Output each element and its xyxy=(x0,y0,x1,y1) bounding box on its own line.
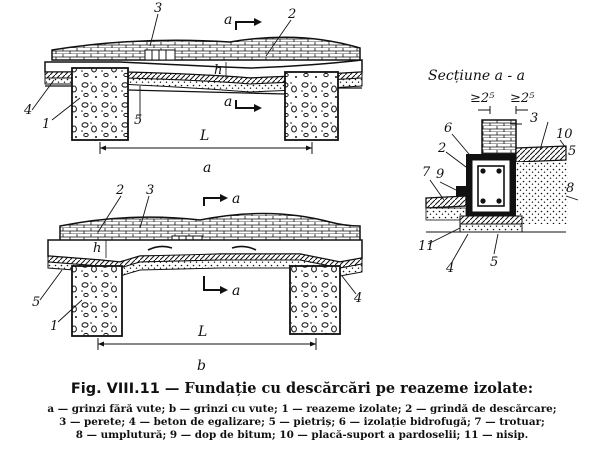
callout-2-section: 2 xyxy=(437,141,446,156)
backfill xyxy=(516,162,568,224)
callout-4-b: 4 xyxy=(353,291,362,306)
beam-height-label-a: h xyxy=(214,63,222,78)
callout-7-section: 7 xyxy=(422,165,431,180)
callout-2-a: 2 xyxy=(287,7,296,22)
drawing-a-straight-beams: a a h L a 3 2 4 1 5 xyxy=(23,1,363,176)
caption-dash: — xyxy=(164,380,180,397)
callout-5-section-right: 5 xyxy=(568,144,576,159)
isolated-support-left-a xyxy=(71,67,129,141)
drawing-b-haunched-beams: a a h L b 2 3 5 1 4 xyxy=(32,183,363,374)
span-label-b: L xyxy=(197,324,207,340)
dimension-left: ≥2⁵ xyxy=(470,91,495,106)
callout-1-b: 1 xyxy=(50,319,58,334)
section-a-a: Secțiune a - a ≥2⁵ ≥2⁵ 6 2 3 10 xyxy=(418,68,579,276)
callout-6-section: 6 xyxy=(444,121,452,136)
isolated-support-left-b xyxy=(71,265,123,337)
caption-title-text: Fundație cu descărcări pe reazeme izolat… xyxy=(184,380,534,397)
beam-height-label-b: h xyxy=(93,241,101,256)
callout-5-a: 5 xyxy=(134,113,142,128)
callout-1-a: 1 xyxy=(42,117,50,132)
isolated-support-right-a xyxy=(284,71,339,141)
section-mark-b-top: a xyxy=(232,191,240,207)
isolated-support-right-b xyxy=(289,265,341,335)
callout-2-b: 2 xyxy=(115,183,124,198)
callout-5-section-bottom: 5 xyxy=(490,255,498,270)
legend-line-3: 8 — umplutură; 9 — dop de bitum; 10 — pl… xyxy=(75,429,529,441)
span-label-a: L xyxy=(199,128,209,144)
figure-number: Fig. VIII.11 xyxy=(70,381,160,397)
callout-3-a: 3 xyxy=(154,1,162,16)
legend-line-1: a — grinzi fără vute; b — grinzi cu vute… xyxy=(47,403,557,415)
section-mark-a-top: a xyxy=(224,12,232,28)
callout-4-section: 4 xyxy=(445,261,454,276)
wall-b xyxy=(59,212,361,245)
wall-a xyxy=(51,36,361,61)
figure-caption: Fig. VIII.11 — Fundație cu descărcări pe… xyxy=(0,380,604,397)
callout-3-b: 3 xyxy=(146,183,154,198)
section-mark-b-bottom: a xyxy=(232,283,240,299)
sublabel-b: b xyxy=(197,358,206,374)
callout-11-section: 11 xyxy=(418,239,435,254)
legend-line-2: 3 — perete; 4 — beton de egalizare; 5 — … xyxy=(59,416,545,428)
callout-3-section: 3 xyxy=(530,111,538,126)
callout-4-a: 4 xyxy=(23,103,32,118)
callout-9-section: 9 xyxy=(436,167,444,182)
section-mark-a-bottom: a xyxy=(224,94,232,110)
sublabel-a: a xyxy=(203,160,211,176)
section-wall xyxy=(481,119,517,155)
dimension-right: ≥2⁵ xyxy=(510,91,535,106)
section-title: Secțiune a - a xyxy=(428,68,525,84)
callout-5-b: 5 xyxy=(32,295,40,310)
callout-8-section: 8 xyxy=(566,181,574,196)
callout-10-section: 10 xyxy=(556,127,573,142)
